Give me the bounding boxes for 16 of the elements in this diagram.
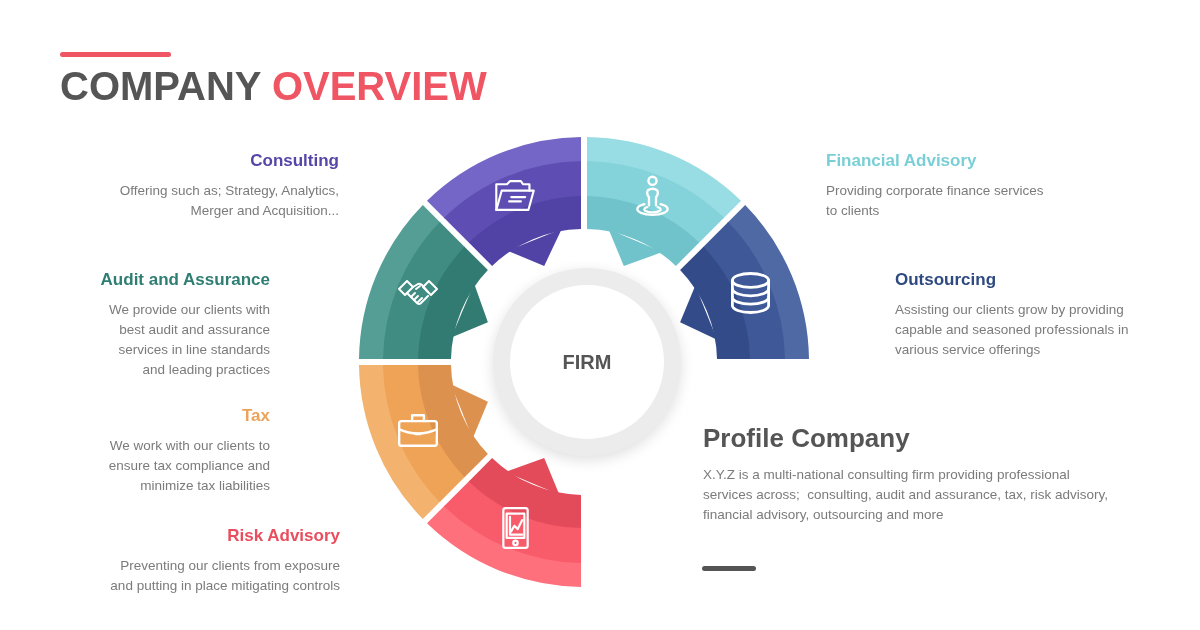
service-description: Providing corporate finance services to clients <box>826 182 1045 220</box>
service-description: Assisting our clients grow by providing capable and seasoned professionals in various service offerings <box>895 301 1130 359</box>
service-description: Offering such as; Strategy, Analytics, Merger and Acquisition... <box>118 182 339 220</box>
service-description: Preventing our clients from exposure and putting in place mitigating controls <box>109 557 340 595</box>
service-description: We provide our clients with best audit and assurance services in line standards and leading practices <box>107 301 270 379</box>
service-heading: Tax <box>240 406 270 426</box>
section-paragraph: X.Y.Z is a multi-national consulting firm providing professional services across; consulting, audit and assurance, tax, risk advisory, financial advisory, outsourcing and more <box>703 466 1109 524</box>
service-description: We work with our clients to ensure tax compliance and minimize tax liabilities <box>107 437 270 495</box>
section-heading: Profile Company <box>703 422 910 454</box>
service-heading: Audit and Assurance <box>99 270 270 290</box>
service-heading: Risk Advisory <box>226 526 340 546</box>
page-title: COMPANY OVERVIEW <box>60 63 487 109</box>
circle-label: FIRM <box>562 350 612 374</box>
service-heading: Consulting <box>249 151 339 171</box>
service-heading: Financial Advisory <box>826 151 978 171</box>
service-heading: Outsourcing <box>895 270 998 290</box>
